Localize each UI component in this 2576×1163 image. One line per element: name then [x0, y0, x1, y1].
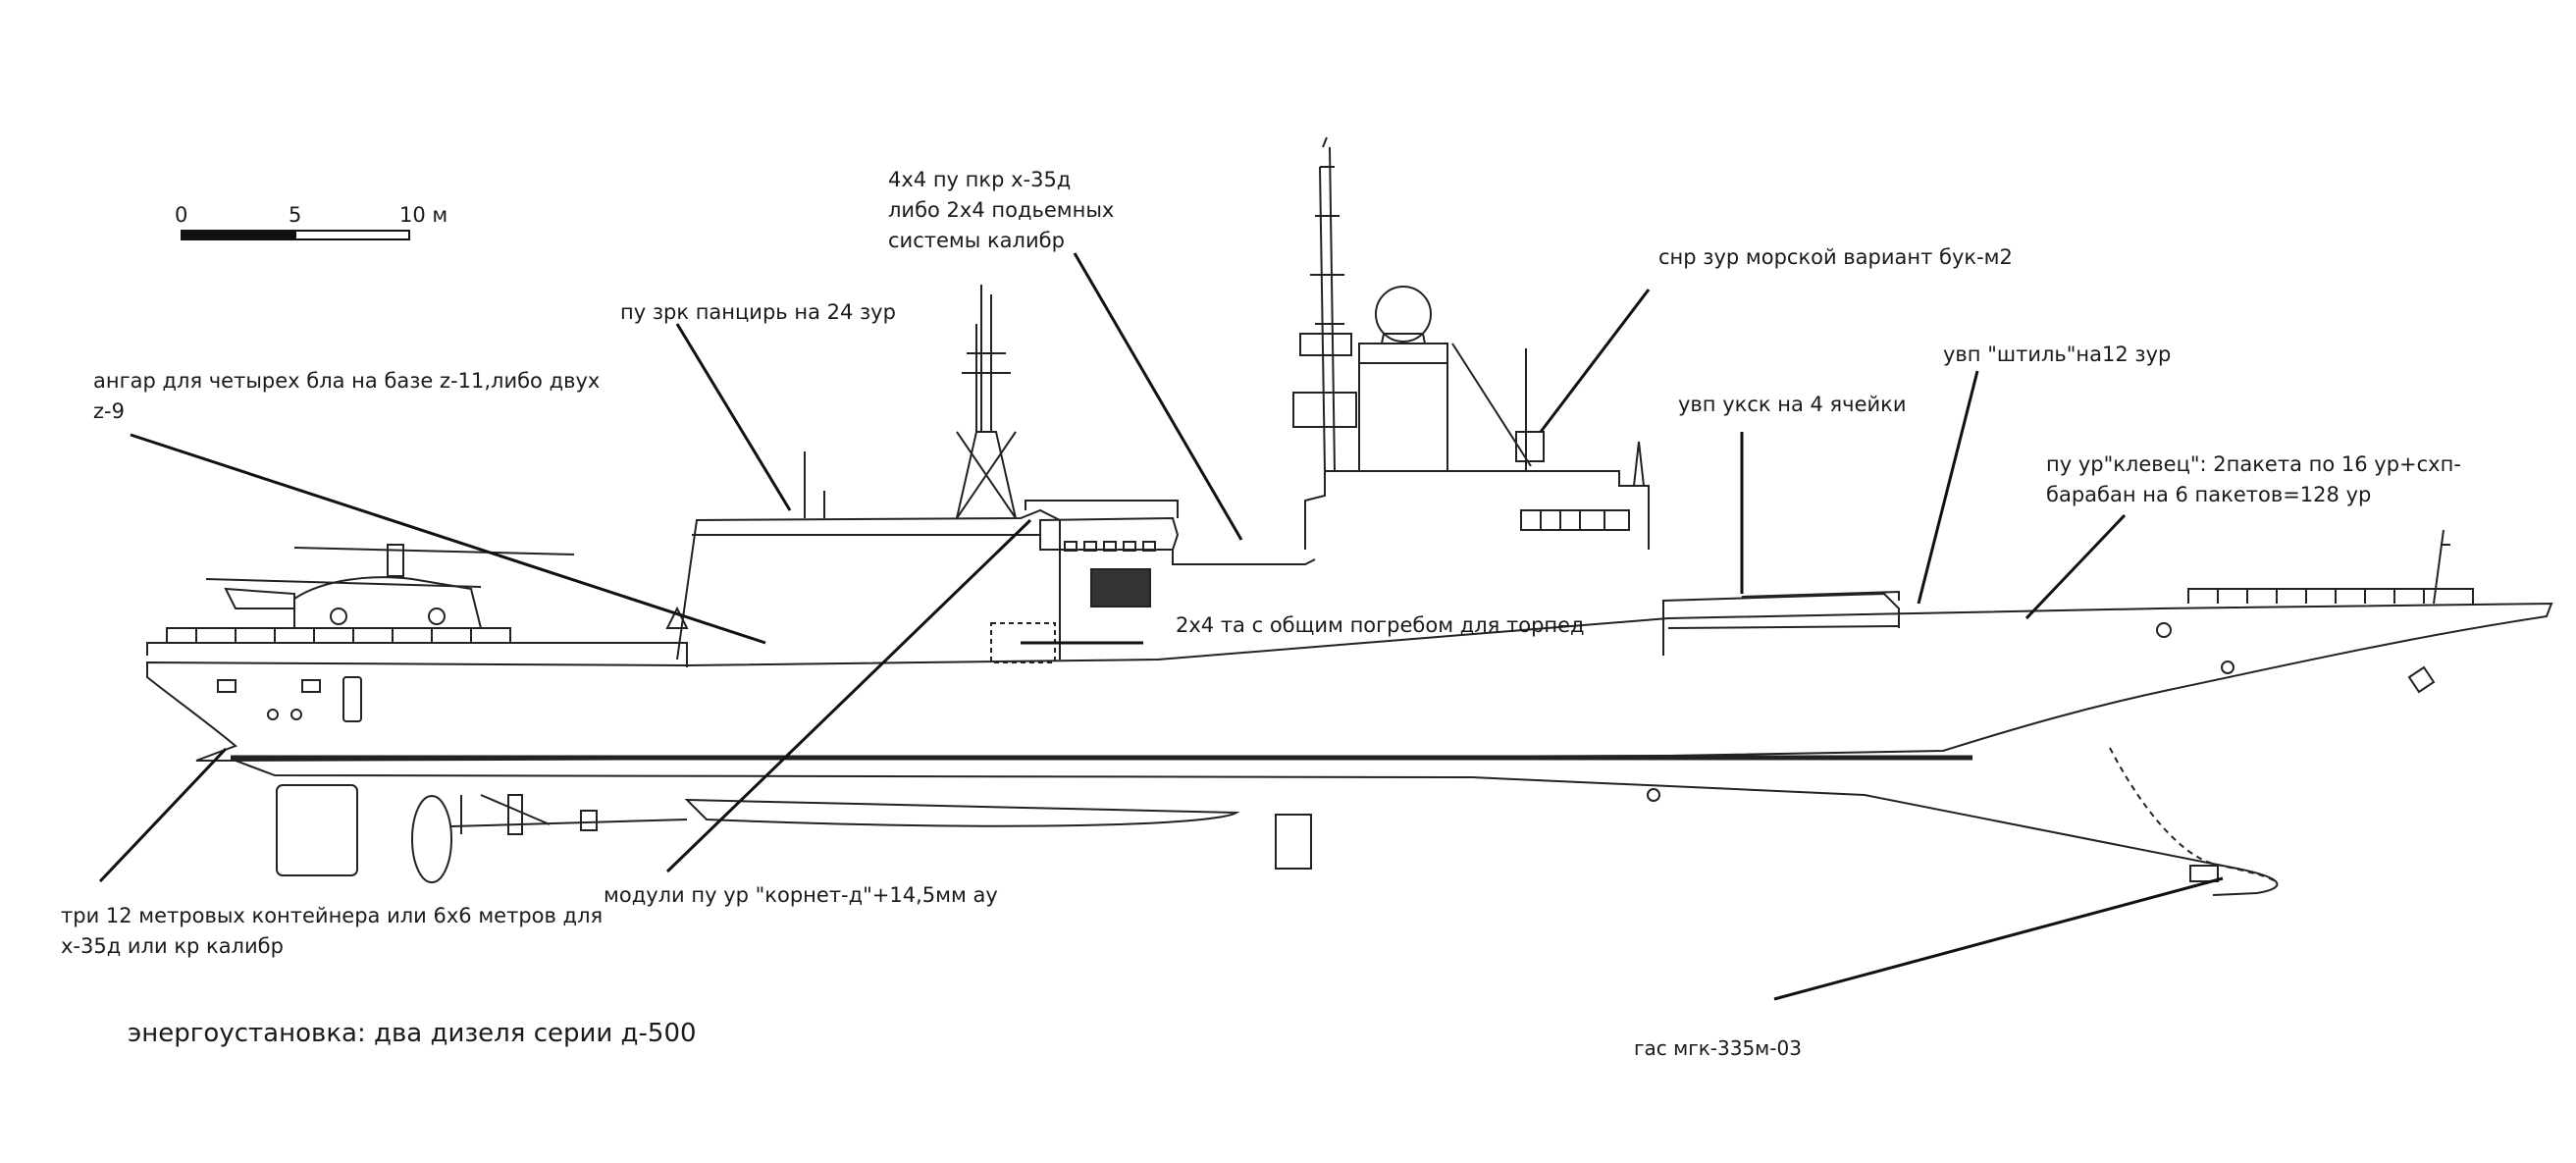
barcode-panel — [1090, 568, 1151, 608]
label-pantsir: пу зрк панцирь на 24 зур — [620, 300, 896, 324]
uksk-deckhouse — [1662, 592, 1900, 656]
main-mast — [1310, 136, 1344, 472]
label-sonar: гас мгк-335м-03 — [1634, 1036, 1802, 1060]
snr-radar — [1515, 431, 1545, 462]
portholes — [217, 622, 2234, 722]
label-uksk: увп укск на 4 ячейки — [1678, 393, 1907, 416]
mast-box-lower — [1292, 392, 1357, 428]
label-shtil: увп "штиль"на12 зур — [1943, 343, 2172, 366]
hull-outline — [146, 602, 2553, 762]
stay-wire — [1451, 343, 1532, 467]
scale-tick-0: 0 — [175, 203, 188, 227]
bridge-window-row — [1520, 509, 1630, 531]
keel-fin — [684, 798, 1240, 827]
label-klevets: пу ур"клевец": 2пакета по 16 ур+схп- бар… — [2046, 452, 2461, 506]
label-hangar: ангар для четырех бла на базе z-11,либо … — [93, 369, 601, 423]
label-torpedo: 2х4 та с общим погребом для торпед — [1176, 613, 1585, 637]
propeller — [411, 795, 452, 883]
hangar — [676, 508, 1061, 661]
hangar-side-mast — [665, 606, 689, 629]
label-kh35: 4х4 пу пкр х-35д либо 2х4 подьемных сист… — [888, 168, 1115, 252]
rudder — [276, 784, 358, 876]
stern-railing — [166, 627, 511, 643]
mast-box-upper — [1299, 333, 1352, 356]
flight-deck — [146, 642, 688, 667]
forward-mast-small — [1633, 441, 1645, 487]
jack-staff — [2433, 529, 2450, 605]
scale-tick-10: 10 м — [399, 203, 448, 227]
pantsir-launcher — [1025, 500, 1179, 518]
label-power: энергоустановка: два дизеля серии д-500 — [128, 1019, 697, 1048]
shtil-launcher — [1741, 590, 1900, 601]
aft-lattice-mast — [956, 285, 1017, 519]
helicopter — [205, 544, 575, 629]
shaft-strut — [580, 810, 598, 831]
underwater-hull — [235, 760, 2279, 896]
stabilizer — [1275, 814, 1312, 870]
leader-lines — [98, 252, 2224, 1001]
hull-port-01 — [1647, 788, 1660, 802]
radar-pedestal — [1380, 333, 1427, 344]
scale-bar — [181, 230, 410, 240]
label-kornet: модули пу ур "корнет-д"+14,5мм ау — [604, 883, 998, 907]
uksk-roof — [1667, 625, 1900, 629]
bow-bulb — [2109, 747, 2277, 884]
anchor — [2407, 665, 2436, 694]
label-containers: три 12 метровых контейнера или 6х6 метро… — [61, 904, 604, 958]
sonar-dome — [2189, 865, 2219, 882]
midship-windows — [1064, 541, 1156, 552]
propeller-shaft — [450, 794, 688, 834]
midship-deckhouse — [1040, 549, 1316, 565]
label-snr: снр зур морской вариант бук-м2 — [1658, 245, 2013, 269]
scale-tick-5: 5 — [289, 203, 302, 227]
bow-railing — [2187, 588, 2474, 604]
shaft-bracket — [507, 794, 523, 835]
radar-dome — [1375, 286, 1432, 343]
midship-superstructure — [1039, 516, 1180, 551]
